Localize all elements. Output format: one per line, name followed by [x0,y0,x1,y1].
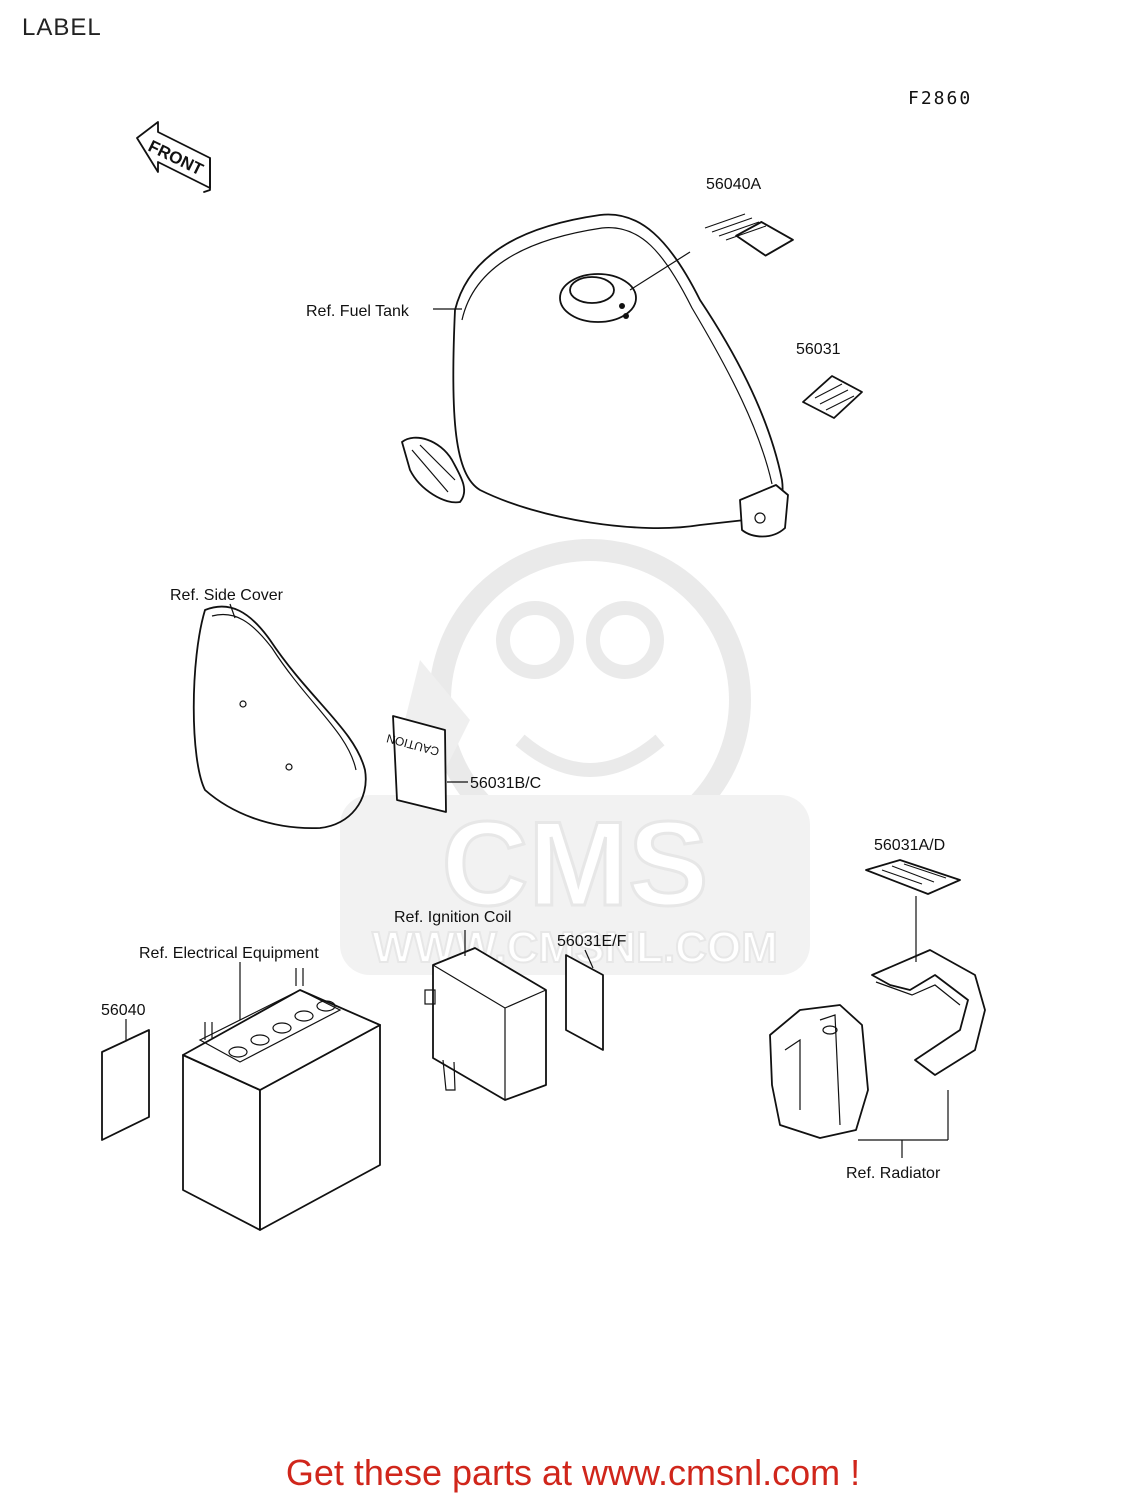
fuel-cap [569,276,615,304]
label-56040a-plate [735,221,794,257]
figure-code: F2860 [908,88,973,109]
radiator-leader [858,1090,949,1158]
caution-label: CAUTION [385,715,468,813]
fuel-tank-inner-line [461,227,773,485]
side-cover-body [192,605,367,829]
fuel-tank-front-emblem [401,436,465,504]
label-56031ad [865,859,961,962]
part-number-56031: 56031 [796,341,841,358]
ref-fuel-tank-label: Ref. Fuel Tank [306,303,410,320]
watermark-plate [340,795,810,975]
watermark-smile [515,734,665,777]
part-number-56031ad: 56031A/D [874,837,945,854]
fuel-tank-rear-mount [739,484,789,538]
radiator-cap [822,1025,838,1035]
side-cover-leader [229,603,236,619]
cms-watermark: CMS WWW.CMSNL.COM [340,539,810,975]
label-56031-hatching [814,383,855,411]
watermark-goggle-right [586,601,664,679]
label-56031 [802,375,863,419]
side-cover-hole-1 [239,700,247,708]
battery-terminal-negative [295,968,304,986]
label-56031ef-leader [584,949,594,969]
battery-terminal-positive [204,1022,213,1040]
label-56040 [101,1019,150,1141]
front-arrow-depth [203,157,211,193]
side-cover-rim [211,614,357,771]
radiator-shroud-flange [875,981,961,1006]
label-56031ef-plate [565,954,604,1051]
footer-cta-link[interactable]: Get these parts at www.cmsnl.com ! [285,1452,861,1493]
ignition-coil-body [432,947,547,1101]
label-56031ad-hatching [881,863,947,885]
ignition-coil-mount [424,989,436,1005]
front-arrow: FRONT [136,121,211,193]
parts-diagram: CMS WWW.CMSNL.COM FRONT Ref. Fuel Tank 5… [101,121,986,1231]
part-number-56031ef: 56031E/F [557,933,627,950]
ignition-coil [424,930,547,1101]
ignition-coil-terminal [442,1059,456,1091]
part-number-56040a: 56040A [706,176,761,193]
battery-cell-caps [228,1000,336,1058]
part-number-56040: 56040 [101,1002,146,1019]
fuel-tank-body [452,213,784,529]
radiator-shroud [871,949,986,1076]
ignition-coil-top [432,964,547,1100]
watermark-brand: CMS [442,797,709,931]
battery-terminal-block [198,989,342,1063]
label-56031ef [565,949,604,1051]
ref-side-cover-label: Ref. Side Cover [170,587,284,604]
label-56031-plate [802,375,863,419]
side-cover-hole-2 [285,763,293,771]
watermark-goggle-left [496,601,574,679]
label-56040-plate [101,1029,150,1141]
label-56031ad-plate [865,859,961,895]
fuel-tank [401,213,789,538]
radiator [769,949,986,1158]
radiator-core [769,1004,869,1139]
fuel-cap-screw [619,303,625,309]
page-title: LABEL [22,14,102,41]
label-56040a-leader [629,251,691,291]
rear-mount-hole [754,512,766,524]
caution-label-plate [392,715,447,813]
part-number-56031bc: 56031B/C [470,775,541,792]
emblem-detail [411,444,456,493]
ref-radiator-label: Ref. Radiator [846,1165,941,1182]
side-cover [192,605,367,829]
ref-ignition-coil-label: Ref. Ignition Coil [394,909,511,926]
label-56040a [629,213,794,291]
label-56040a-hatching [704,213,767,241]
radiator-core-detail [784,1014,841,1126]
battery [182,962,381,1231]
ref-electrical-equipment-label: Ref. Electrical Equipment [139,945,319,962]
fuel-cap-screw-2 [623,313,629,319]
